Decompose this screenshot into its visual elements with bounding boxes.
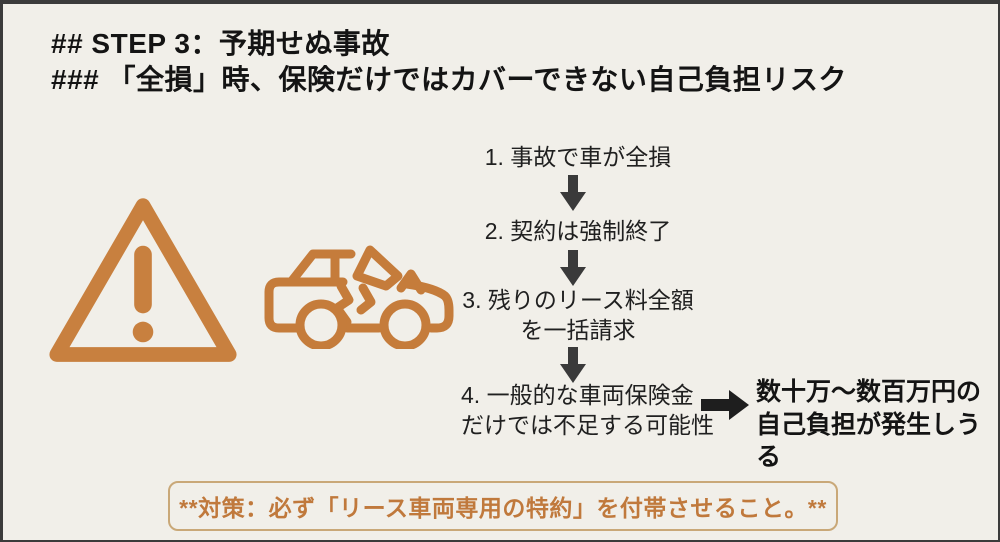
- title-line-1: ## STEP 3：予期せぬ事故: [51, 28, 390, 59]
- flow-result: 数十万〜数百万円の 自己負担が発生しうる: [756, 378, 982, 471]
- arrow-down-icon: [560, 175, 586, 211]
- page-title: ## STEP 3：予期せぬ事故 ### 「全損」時、保険だけではカバーできない…: [51, 26, 847, 99]
- crashed-car-icon: [264, 245, 454, 349]
- flow-step-1: 1. 事故で車が全損: [484, 144, 672, 170]
- flow-step-2: 2. 契約は強制終了: [484, 218, 672, 244]
- arrow-down-icon: [560, 250, 586, 286]
- countermeasure-box: **対策：必ず「リース車両専用の特約」を付帯させること。**: [168, 481, 838, 531]
- warning-triangle-icon: [49, 198, 237, 362]
- title-line-2: ### 「全損」時、保険だけではカバーできない自己負担リスク: [51, 64, 847, 96]
- arrow-right-icon: [701, 390, 749, 420]
- flow-step-3: 3. 残りのリース料全額 を一括請求: [462, 287, 694, 344]
- flow-step-4: 4. 一般的な車両保険金 だけでは不足する可能性: [461, 382, 714, 439]
- countermeasure-text: **対策：必ず「リース車両専用の特約」を付帯させること。**: [179, 495, 827, 521]
- arrow-down-icon: [560, 347, 586, 383]
